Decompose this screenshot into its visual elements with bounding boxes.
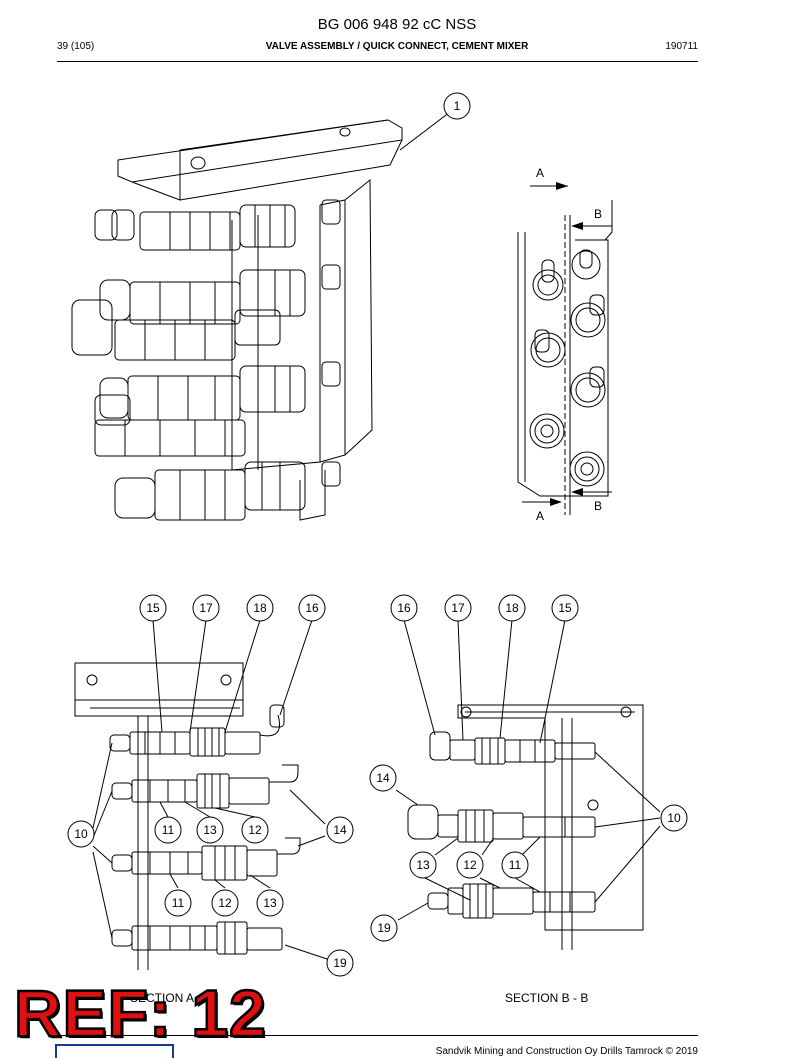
callout-a-15: 15 <box>146 601 160 615</box>
sandvik-logo-strip <box>55 1044 174 1058</box>
callout-a-12b: 12 <box>218 896 232 910</box>
view-mark-a-top: A <box>536 166 544 180</box>
callout-a-13b: 13 <box>263 896 277 910</box>
callout-a-14: 14 <box>333 823 347 837</box>
callout-b-19: 19 <box>377 921 391 935</box>
callout-1: 1 <box>454 99 461 113</box>
callout-a-13: 13 <box>203 823 217 837</box>
view-mark-b-top: B <box>594 207 602 221</box>
page-number: 39 (105) <box>57 41 95 52</box>
section-b-view <box>395 619 661 950</box>
callout-b-18: 18 <box>505 601 519 615</box>
ref-overlay-label: REF: 12 <box>13 976 267 1050</box>
callout-b-15: 15 <box>558 601 572 615</box>
callout-b-16: 16 <box>397 601 411 615</box>
callout-a-16: 16 <box>305 601 319 615</box>
view-mark-b-bottom: B <box>594 499 602 513</box>
footer-copyright: Sandvik Mining and Construction Oy Drill… <box>435 1046 698 1057</box>
callout-circles <box>67 92 688 977</box>
header-rule <box>57 61 698 62</box>
section-a-view <box>74 619 331 970</box>
side-view <box>517 185 613 515</box>
callout-b-13: 13 <box>416 858 430 872</box>
footer-rule <box>57 1035 698 1036</box>
revision-date: 190711 <box>665 41 698 52</box>
section-arrows <box>550 182 583 506</box>
callout-labels: 1 15 17 18 16 10 11 13 12 14 11 12 13 19… <box>74 99 681 970</box>
callout-a-17: 17 <box>199 601 213 615</box>
assembly-title: VALVE ASSEMBLY / QUICK CONNECT, CEMENT M… <box>265 41 529 52</box>
callout-a-11: 11 <box>162 823 175 837</box>
callout-a-11b: 11 <box>172 896 185 910</box>
section-a-label: SECTION A - A <box>130 991 212 1005</box>
callout-b-17: 17 <box>451 601 465 615</box>
callout-a-10: 10 <box>74 827 88 841</box>
callout-b-11: 11 <box>509 858 522 872</box>
callout-a-12: 12 <box>248 823 262 837</box>
document-title: BG 006 948 92 cC NSS <box>317 16 477 33</box>
callout-a-18: 18 <box>253 601 267 615</box>
callout-b-10: 10 <box>667 811 681 825</box>
callout-b-12: 12 <box>463 858 477 872</box>
view-mark-a-bottom: A <box>536 509 544 523</box>
callout-a-19: 19 <box>333 956 347 970</box>
callout-b-14: 14 <box>376 771 390 785</box>
section-b-label: SECTION B - B <box>505 991 589 1005</box>
isometric-view <box>71 111 451 521</box>
